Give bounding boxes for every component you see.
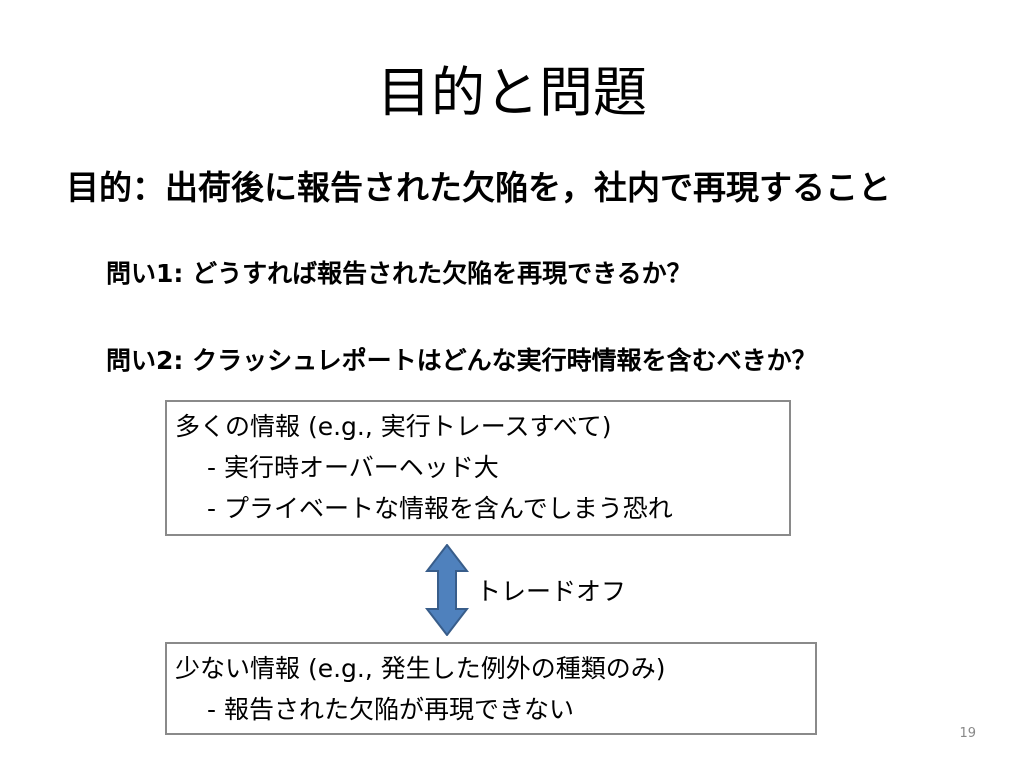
more-information-bullet-overhead: - 実行時オーバーヘッド大	[207, 453, 499, 482]
question-2: 問い2: クラッシュレポートはどんな実行時情報を含むべきか？	[106, 346, 817, 375]
more-information-box: 多くの情報 (e.g., 実行トレースすべて) - 実行時オーバーヘッド大 - …	[165, 400, 791, 536]
less-information-bullet-unreproducible: - 報告された欠陥が再現できない	[207, 695, 574, 724]
more-information-bullet-privacy: - プライベートな情報を含んでしまう恐れ	[207, 494, 673, 523]
slide-title: 目的と問題	[377, 61, 647, 124]
arrow-shape	[425, 544, 469, 636]
less-information-heading: 少ない情報 (e.g., 発生した例外の種類のみ)	[175, 654, 666, 683]
page-number: 19	[959, 726, 976, 741]
double-vertical-arrow-icon	[425, 544, 469, 636]
question-1: 問い1: どうすれば報告された欠陥を再現できるか？	[106, 259, 692, 288]
purpose-statement: 目的：出荷後に報告された欠陥を，社内で再現すること	[66, 168, 891, 207]
tradeoff-label: トレードオフ	[476, 577, 627, 606]
more-information-heading: 多くの情報 (e.g., 実行トレースすべて)	[175, 412, 612, 441]
less-information-box: 少ない情報 (e.g., 発生した例外の種類のみ) - 報告された欠陥が再現でき…	[165, 642, 817, 735]
